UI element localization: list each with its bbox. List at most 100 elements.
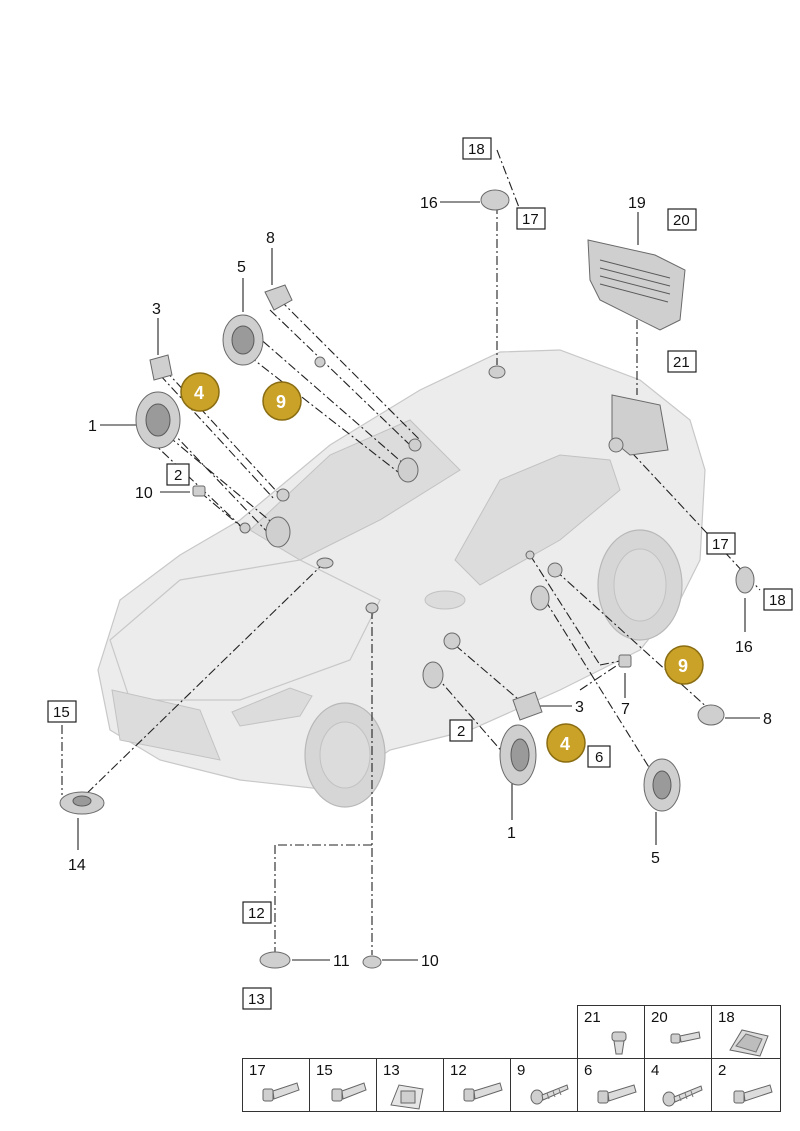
svg-text:13: 13 xyxy=(248,991,265,1008)
label-16-top: 16 xyxy=(420,195,438,212)
roof-speaker-part xyxy=(480,189,510,211)
fastener-cell-20[interactable]: 20 xyxy=(644,1005,712,1059)
callout-4-top[interactable]: 4 xyxy=(180,372,220,412)
box-label-15: 15 xyxy=(47,700,77,723)
bolt-icon xyxy=(463,1082,503,1102)
fastener-number: 4 xyxy=(651,1062,660,1079)
svg-text:17: 17 xyxy=(522,211,539,228)
clip-part xyxy=(192,485,206,497)
label-8-right: 8 xyxy=(763,711,772,728)
label-5-bottom: 5 xyxy=(651,850,660,867)
fastener-number: 17 xyxy=(249,1062,266,1079)
fastener-cell-17[interactable]: 17 xyxy=(242,1058,310,1112)
tweeter-part xyxy=(264,284,293,311)
box-label-2-bottom: 2 xyxy=(449,719,473,742)
fastener-cell-13[interactable]: 13 xyxy=(376,1058,444,1112)
fastener-cell-6[interactable]: 6 xyxy=(577,1058,645,1112)
svg-text:18: 18 xyxy=(769,592,786,609)
fastener-cell-12[interactable]: 12 xyxy=(443,1058,511,1112)
fastener-cell-9[interactable]: 9 xyxy=(510,1058,578,1112)
amplifier-part xyxy=(587,239,686,331)
push-clip-icon xyxy=(611,1031,627,1055)
small-speaker-part xyxy=(259,951,291,969)
svg-text:9: 9 xyxy=(678,656,688,676)
lower-clip-10-part xyxy=(362,955,382,969)
box-label-12: 12 xyxy=(242,901,272,924)
bolt-icon xyxy=(331,1082,367,1102)
label-lead-lines xyxy=(77,201,760,961)
lower-clip-part xyxy=(618,654,632,668)
fastener-number: 12 xyxy=(450,1062,467,1079)
svg-text:21: 21 xyxy=(673,354,690,371)
svg-text:20: 20 xyxy=(673,212,690,229)
label-19: 19 xyxy=(628,195,646,212)
bolt-icon xyxy=(597,1084,637,1104)
svg-text:15: 15 xyxy=(53,704,70,721)
label-1-top: 1 xyxy=(88,418,97,435)
fastener-number: 6 xyxy=(584,1062,593,1079)
fastener-cell-21[interactable]: 21 xyxy=(577,1005,645,1059)
label-16-right: 16 xyxy=(735,639,753,656)
fastener-number: 21 xyxy=(584,1009,601,1026)
fastener-number: 20 xyxy=(651,1009,668,1026)
wood-screw-icon xyxy=(530,1084,569,1105)
clip-nut-icon xyxy=(390,1084,424,1110)
box-label-20: 20 xyxy=(667,208,697,231)
label-3-top: 3 xyxy=(152,301,161,318)
label-3-bottom: 3 xyxy=(575,699,584,716)
small-tweeter-part xyxy=(149,354,173,381)
label-1-bottom: 1 xyxy=(507,825,516,842)
fastener-number: 15 xyxy=(316,1062,333,1079)
label-10-top: 10 xyxy=(135,485,153,502)
short-screw-icon xyxy=(670,1031,701,1044)
part-number-labels: 16 19 8 5 3 1 10 16 8 7 3 1 5 14 11 10 xyxy=(68,195,772,970)
box-label-17-top: 17 xyxy=(516,207,546,230)
callout-9-right[interactable]: 9 xyxy=(664,645,704,685)
box-label-6: 6 xyxy=(587,745,611,768)
callout-9-top[interactable]: 9 xyxy=(262,381,302,421)
fastener-number: 18 xyxy=(718,1009,735,1026)
wood-screw-icon xyxy=(662,1085,703,1107)
lower-small-tweeter-part xyxy=(512,691,543,721)
vehicle-illustration xyxy=(97,349,706,808)
gold-callouts: 4 9 9 4 xyxy=(180,372,704,763)
svg-text:12: 12 xyxy=(248,905,265,922)
label-10-bottom: 10 xyxy=(421,953,439,970)
rear-speaker-part xyxy=(735,566,755,594)
lower-tweeter-part xyxy=(697,704,725,726)
box-label-18-top: 18 xyxy=(462,137,492,160)
svg-text:2: 2 xyxy=(174,467,182,484)
bolt-icon xyxy=(262,1082,300,1102)
boxed-reference-labels: 18 17 20 21 2 17 18 15 2 6 12 13 xyxy=(47,137,793,1010)
label-5-top: 5 xyxy=(237,259,246,276)
svg-text:4: 4 xyxy=(560,734,570,754)
svg-text:2: 2 xyxy=(457,723,465,740)
label-7: 7 xyxy=(621,701,630,718)
fastener-cell-15[interactable]: 15 xyxy=(309,1058,377,1112)
svg-text:18: 18 xyxy=(468,141,485,158)
parts xyxy=(59,189,755,969)
svg-text:17: 17 xyxy=(712,536,729,553)
svg-text:6: 6 xyxy=(595,749,603,766)
callout-4-bottom[interactable]: 4 xyxy=(546,723,586,763)
label-11: 11 xyxy=(333,953,350,970)
label-8-top: 8 xyxy=(266,230,275,247)
box-label-21: 21 xyxy=(667,350,697,373)
amplifier-installed-part xyxy=(611,394,669,456)
box-label-2-top: 2 xyxy=(166,463,190,486)
label-14: 14 xyxy=(68,857,86,874)
box-label-18-right: 18 xyxy=(763,588,793,611)
box-label-17-right: 17 xyxy=(706,532,736,555)
fastener-cell-18[interactable]: 18 xyxy=(711,1005,781,1059)
box-label-13: 13 xyxy=(242,987,272,1010)
spring-nut-icon xyxy=(729,1029,769,1057)
svg-text:9: 9 xyxy=(276,392,286,412)
fastener-number: 2 xyxy=(718,1062,727,1079)
svg-text:4: 4 xyxy=(194,383,204,403)
fastener-number: 9 xyxy=(517,1062,526,1079)
fastener-number: 13 xyxy=(383,1062,400,1079)
fastener-cell-4[interactable]: 4 xyxy=(644,1058,712,1112)
fastener-cell-2[interactable]: 2 xyxy=(711,1058,781,1112)
